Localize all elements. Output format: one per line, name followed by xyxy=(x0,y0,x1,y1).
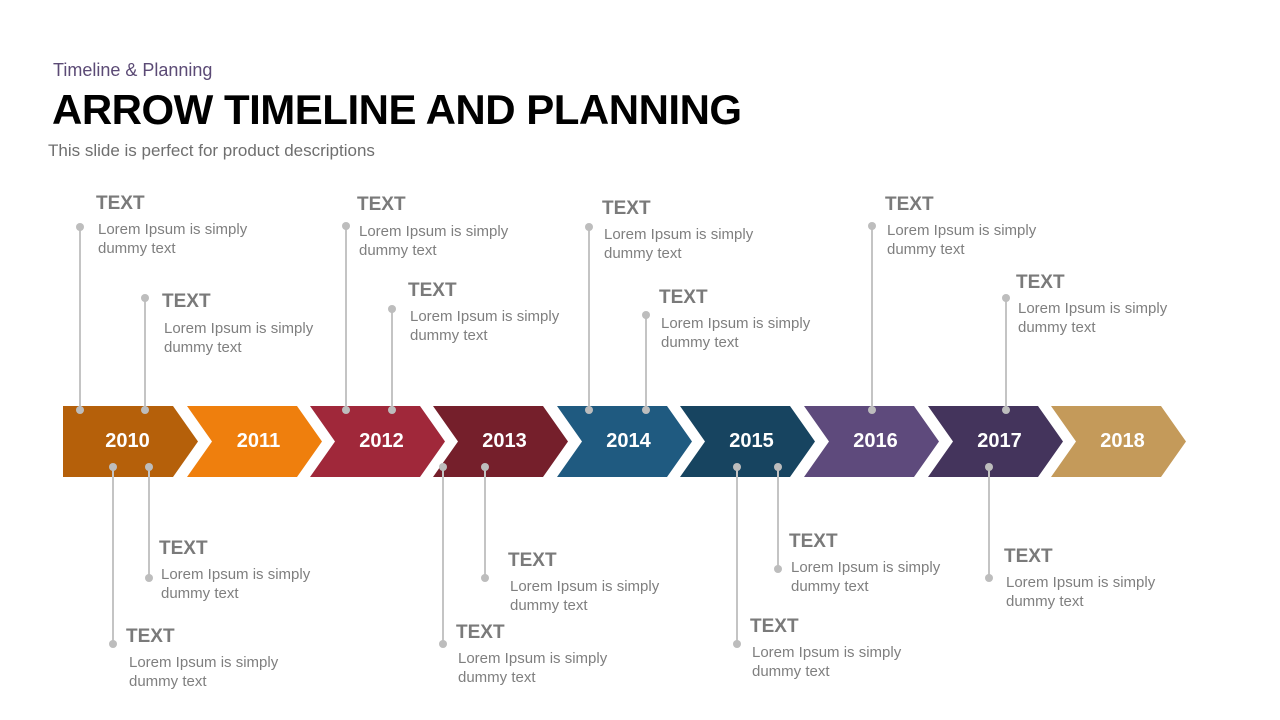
callout-title: TEXT xyxy=(162,291,211,312)
callout-connector-line xyxy=(112,467,114,644)
callout-dot xyxy=(868,406,876,414)
callout-connector-line xyxy=(988,467,990,578)
callout-dot xyxy=(76,223,84,231)
callout-connector-line xyxy=(484,467,486,578)
callout-body: Lorem Ipsum is simply dummy text xyxy=(887,222,1037,258)
callout-title: TEXT xyxy=(357,194,406,215)
callout-dot xyxy=(109,640,117,648)
callout-dot xyxy=(76,406,84,414)
callout-body: Lorem Ipsum is simply dummy text xyxy=(410,308,560,344)
callout-connector-line xyxy=(148,467,150,578)
callout-body: Lorem Ipsum is simply dummy text xyxy=(98,221,248,257)
callout-connector-line xyxy=(1005,298,1007,410)
callout-dot xyxy=(733,640,741,648)
page-title: ARROW TIMELINE AND PLANNING xyxy=(52,86,742,133)
callout-connector-line xyxy=(79,227,81,410)
arrow-year-label: 2016 xyxy=(853,430,898,452)
callout-dot xyxy=(342,406,350,414)
timeline-arrow-2013: 2013 xyxy=(433,406,568,477)
callout-body: Lorem Ipsum is simply dummy text xyxy=(359,223,509,259)
timeline-arrow-2010: 2010 xyxy=(63,406,198,477)
timeline-arrow-2012: 2012 xyxy=(310,406,445,477)
callout-dot xyxy=(868,222,876,230)
callout-connector-line xyxy=(777,467,779,569)
callout-dot xyxy=(109,463,117,471)
callout-title: TEXT xyxy=(1004,546,1053,567)
callout-connector-line xyxy=(871,226,873,410)
callout-body: Lorem Ipsum is simply dummy text xyxy=(604,226,754,262)
callout-connector-line xyxy=(144,298,146,410)
callout-title: TEXT xyxy=(159,538,208,559)
callout-body: Lorem Ipsum is simply dummy text xyxy=(791,559,941,595)
timeline-arrow-2015: 2015 xyxy=(680,406,815,477)
callout-title: TEXT xyxy=(408,280,457,301)
callout-connector-line xyxy=(736,467,738,644)
arrow-year-label: 2017 xyxy=(977,430,1022,452)
callout-title: TEXT xyxy=(602,198,651,219)
arrow-year-label: 2010 xyxy=(105,430,150,452)
callout-dot xyxy=(1002,406,1010,414)
callout-title: TEXT xyxy=(96,193,145,214)
callout-dot xyxy=(141,406,149,414)
callout-dot xyxy=(141,294,149,302)
callout-dot xyxy=(481,463,489,471)
callout-dot xyxy=(342,222,350,230)
callout-dot xyxy=(985,463,993,471)
callout-body: Lorem Ipsum is simply dummy text xyxy=(661,315,811,351)
callout-dot xyxy=(774,565,782,573)
arrow-year-label: 2018 xyxy=(1100,430,1145,452)
arrow-year-label: 2011 xyxy=(236,430,281,452)
callout-dot xyxy=(585,406,593,414)
callout-dot xyxy=(642,406,650,414)
callout-dot xyxy=(388,406,396,414)
callout-dot xyxy=(145,574,153,582)
callout-title: TEXT xyxy=(1016,272,1065,293)
arrow-year-label: 2014 xyxy=(606,430,651,452)
callout-dot xyxy=(1002,294,1010,302)
callout-connector-line xyxy=(442,467,444,644)
callout-dot xyxy=(642,311,650,319)
callout-title: TEXT xyxy=(885,194,934,215)
callout-dot xyxy=(774,463,782,471)
callout-title: TEXT xyxy=(750,616,799,637)
callout-dot xyxy=(388,305,396,313)
callout-dot xyxy=(733,463,741,471)
callout-dot xyxy=(481,574,489,582)
callout-title: TEXT xyxy=(126,626,175,647)
callout-dot xyxy=(439,640,447,648)
callout-connector-line xyxy=(345,226,347,410)
arrow-year-label: 2012 xyxy=(359,430,404,452)
callout-body: Lorem Ipsum is simply dummy text xyxy=(510,578,660,614)
callout-title: TEXT xyxy=(508,550,557,571)
timeline-arrow-2017: 2017 xyxy=(928,406,1063,477)
callout-body: Lorem Ipsum is simply dummy text xyxy=(752,644,902,680)
callout-body: Lorem Ipsum is simply dummy text xyxy=(1018,300,1168,336)
callout-connector-line xyxy=(588,227,590,410)
callout-title: TEXT xyxy=(659,287,708,308)
timeline-arrow-2014: 2014 xyxy=(557,406,692,477)
callout-body: Lorem Ipsum is simply dummy text xyxy=(129,654,279,690)
callout-dot xyxy=(439,463,447,471)
callout-connector-line xyxy=(645,315,647,410)
slide-kicker: Timeline & Planning xyxy=(53,60,213,80)
timeline-arrow-2018: 2018 xyxy=(1051,406,1186,477)
callout-title: TEXT xyxy=(456,622,505,643)
callout-body: Lorem Ipsum is simply dummy text xyxy=(164,320,314,356)
callout-dot xyxy=(585,223,593,231)
arrow-year-label: 2013 xyxy=(482,430,527,452)
callout-dot xyxy=(985,574,993,582)
callout-dot xyxy=(145,463,153,471)
timeline-arrow-2016: 2016 xyxy=(804,406,939,477)
callout-body: Lorem Ipsum is simply dummy text xyxy=(1006,574,1156,610)
callout-body: Lorem Ipsum is simply dummy text xyxy=(161,566,311,602)
arrow-year-label: 2015 xyxy=(729,430,774,452)
timeline-arrow-2011: 2011 xyxy=(187,406,322,477)
callout-connector-line xyxy=(391,309,393,410)
page-subtitle: This slide is perfect for product descri… xyxy=(48,141,375,160)
callout-body: Lorem Ipsum is simply dummy text xyxy=(458,650,608,686)
callout-title: TEXT xyxy=(789,531,838,552)
